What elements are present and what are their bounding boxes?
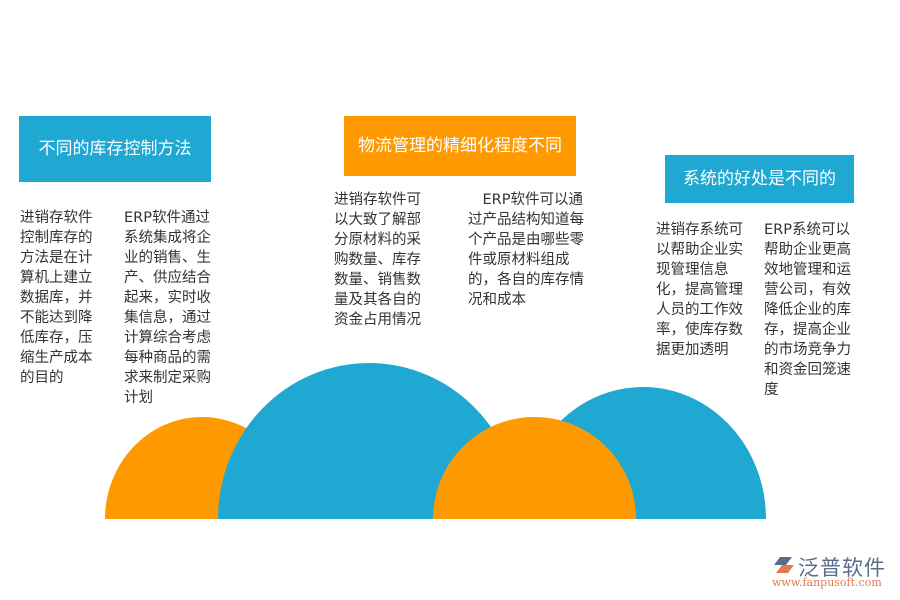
section-3-right-text: ERP系统可以帮助企业更高效地管理和运营公司，有效降低企业的库存，提高企业的市场… xyxy=(764,222,851,398)
fanpu-logo-icon xyxy=(774,557,794,573)
fanpu-logo: 泛普软件 www.fanpusoft.com xyxy=(768,552,896,592)
logo-name: 泛普软件 xyxy=(798,556,886,580)
section-1-title: 不同的库存控制方法 xyxy=(19,116,211,182)
section-1-left-text: 进销存软件控制库存的方法是在计算机上建立数据库，并不能达到降低库存，压缩生产成本… xyxy=(20,210,93,386)
section-2-title-text: 物流管理的精细化程度不同 xyxy=(358,136,562,156)
section-3-title: 系统的好处是不同的 xyxy=(665,155,854,203)
section-2-left-text: 进销存软件可以大致了解部分原材料的采购数量、库存数量、销售数量及其各自的资金占用… xyxy=(334,192,421,328)
section-3-left-text: 进销存系统可以帮助企业实现管理信息化，提高管理人员的工作效率，使库存数据更加透明 xyxy=(656,222,743,358)
section-1-right-text: ERP软件通过系统集成将企业的销售、生产、供应结合起来，实时收集信息，通过计算综… xyxy=(124,210,211,406)
section-2-right-text: ERP软件可以通过产品结构知道每个产品是由哪些零件或原材料组成的，各自的库存情况… xyxy=(468,192,584,308)
logo-url: www.fanpusoft.com xyxy=(772,576,882,589)
section-3-title-text: 系统的好处是不同的 xyxy=(683,169,836,189)
section-1-title-text: 不同的库存控制方法 xyxy=(38,139,192,159)
section-2-title: 物流管理的精细化程度不同 xyxy=(344,116,576,176)
orange-hill-right xyxy=(433,417,636,519)
